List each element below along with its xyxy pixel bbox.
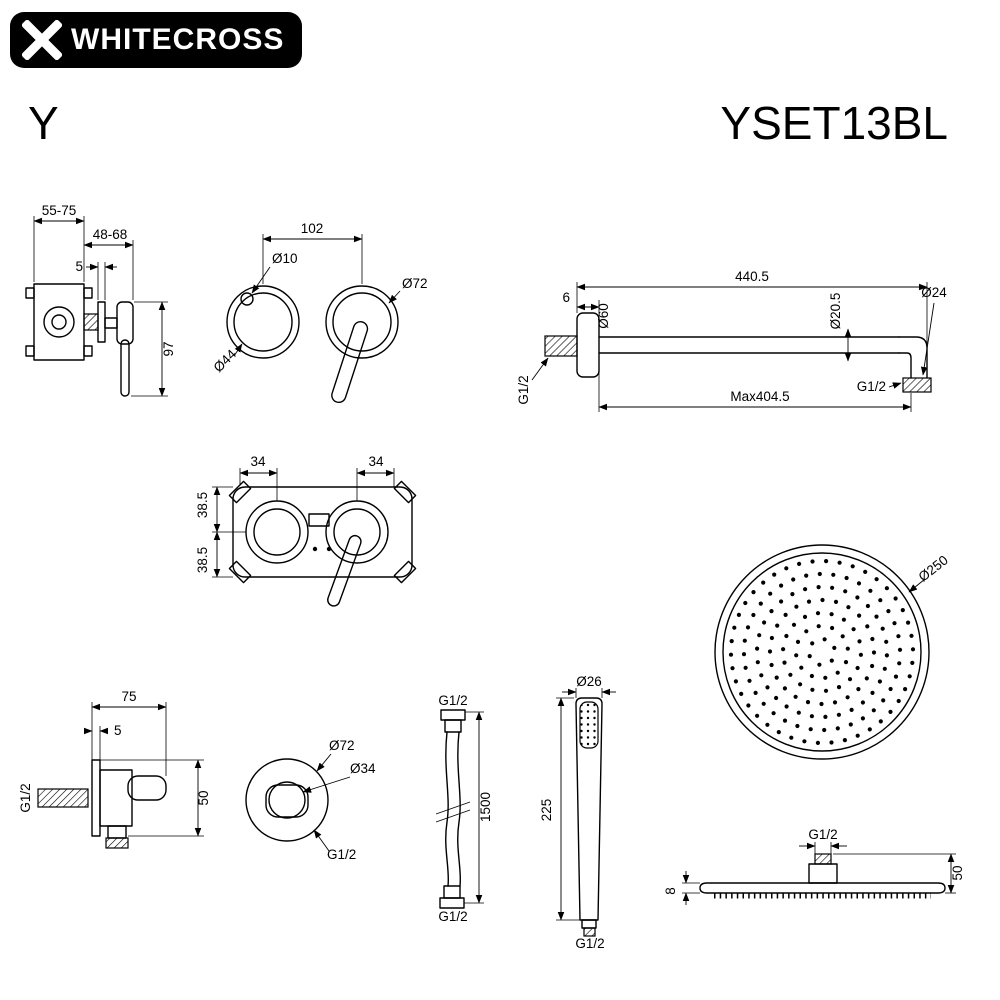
hand-shower-thread (583, 927, 596, 937)
outlet-thread-stub (37, 788, 89, 808)
lever-handle (331, 321, 369, 404)
outlet-front-view: Ø72 Ø34 G1/2 (245, 738, 376, 862)
dim-plate-diameter: Ø72 (402, 276, 428, 291)
dim-outlet-front-thread: G1/2 (327, 847, 356, 862)
dim-valve-right: 34 (368, 454, 384, 469)
dim-hand-shower-diameter: Ø26 (576, 674, 602, 689)
dim-outlet-height: 50 (196, 790, 211, 805)
mixer-front-view: 102 Ø10 Ø72 Ø44 (210, 221, 428, 404)
dim-plate-thickness: 5 (75, 259, 83, 274)
dim-outlet-width: 75 (121, 689, 136, 704)
screw-hole (240, 292, 254, 306)
head-top-view: Ø250 (714, 544, 951, 760)
outlet-spout (105, 837, 129, 849)
dim-tube-diameter: Ø20.5 (828, 293, 843, 330)
model-label: YSET13BL (720, 97, 948, 149)
arm-tip-thread (902, 377, 932, 393)
dim-knob-diameter: Ø44 (210, 346, 239, 375)
valve-lever (327, 534, 362, 607)
dim-outlet-thread: G1/2 (18, 783, 33, 812)
dim-head-height: 50 (950, 865, 965, 880)
valve-port (43, 306, 75, 338)
lever-side (120, 339, 130, 397)
hose-top-nut (440, 709, 466, 721)
dim-arm-length: 440.5 (735, 269, 769, 284)
dim-arm-thread-wall: G1/2 (516, 375, 531, 404)
escutcheon-edge (97, 301, 106, 343)
thread-stub (83, 313, 99, 331)
dim-outlet-plate: 5 (114, 723, 122, 738)
dim-head-thread: G1/2 (808, 827, 837, 842)
knob-side (116, 301, 134, 345)
head-nozzle-field (728, 559, 916, 746)
hose-view: G1/2 1500 G1/2 (435, 693, 493, 924)
dim-outlet-plate-diameter: Ø72 (329, 738, 355, 753)
outlet-hole (268, 781, 306, 819)
dim-depth-range: 55-75 (42, 203, 77, 218)
dim-center-distance: 102 (301, 221, 324, 236)
hose-bottom-nut (439, 897, 465, 909)
dim-hand-shower-thread: G1/2 (575, 936, 604, 951)
brand-name: WHITECROSS (71, 23, 285, 56)
dim-head-diameter: Ø250 (916, 552, 951, 584)
hand-shower-face (579, 701, 599, 749)
outlet-escutcheon (245, 758, 329, 842)
left-trim-plate (226, 285, 300, 359)
right-trim-plate (325, 285, 399, 359)
outlet-plate-edge (91, 759, 101, 837)
outlet-side-view: 75 5 G1/2 50 (18, 689, 211, 849)
head-side-view: G1/2 50 8 (663, 827, 965, 905)
dim-arm-thread-tip: G1/2 (857, 379, 886, 394)
head-mount-thread (814, 853, 832, 865)
dim-hose-thread-top: G1/2 (438, 693, 467, 708)
dim-hand-shower-length: 225 (539, 799, 554, 822)
dim-outlet-hole-diameter: Ø34 (350, 761, 376, 776)
valve-body-view: 34 34 38.5 38.5 (195, 454, 417, 607)
dim-valve-bottom: 38.5 (195, 547, 210, 573)
wall-thread (544, 335, 578, 357)
shower-arm-view: 440.5 6 Ø60 Ø20.5 Ø24 G1/2 G1/2 Max404.5 (516, 269, 947, 412)
dim-arm-max-length: Max404.5 (730, 389, 789, 404)
dim-flange-diameter: Ø60 (596, 303, 611, 329)
dim-valve-left: 34 (250, 454, 266, 469)
dim-hose-thread-bottom: G1/2 (438, 909, 467, 924)
dim-head-thickness: 8 (663, 887, 678, 895)
hand-shower-body (575, 697, 603, 921)
dim-screw-diameter: Ø10 (272, 251, 298, 266)
dim-tip-diameter: Ø24 (921, 285, 947, 300)
valve-left-port (245, 500, 309, 564)
dim-body-range: 48-68 (93, 227, 128, 242)
head-disc (699, 882, 946, 894)
dim-handle-height: 97 (161, 341, 176, 356)
series-label: Y (28, 97, 59, 149)
mixer-side-view: 55-75 48-68 5 97 (25, 203, 176, 397)
dim-flange-thickness: 6 (562, 290, 570, 305)
dim-hose-length: 1500 (478, 792, 493, 822)
head-outer-rim (714, 544, 930, 760)
brand-logo: WHITECROSS (10, 12, 303, 68)
dim-valve-top: 38.5 (195, 492, 210, 518)
whitecross-x-icon (22, 20, 62, 60)
arm-flange (576, 312, 600, 378)
head-mount (808, 863, 838, 884)
handshower-holder (127, 775, 167, 801)
hand-shower-view: Ø26 225 G1/2 (539, 674, 616, 951)
